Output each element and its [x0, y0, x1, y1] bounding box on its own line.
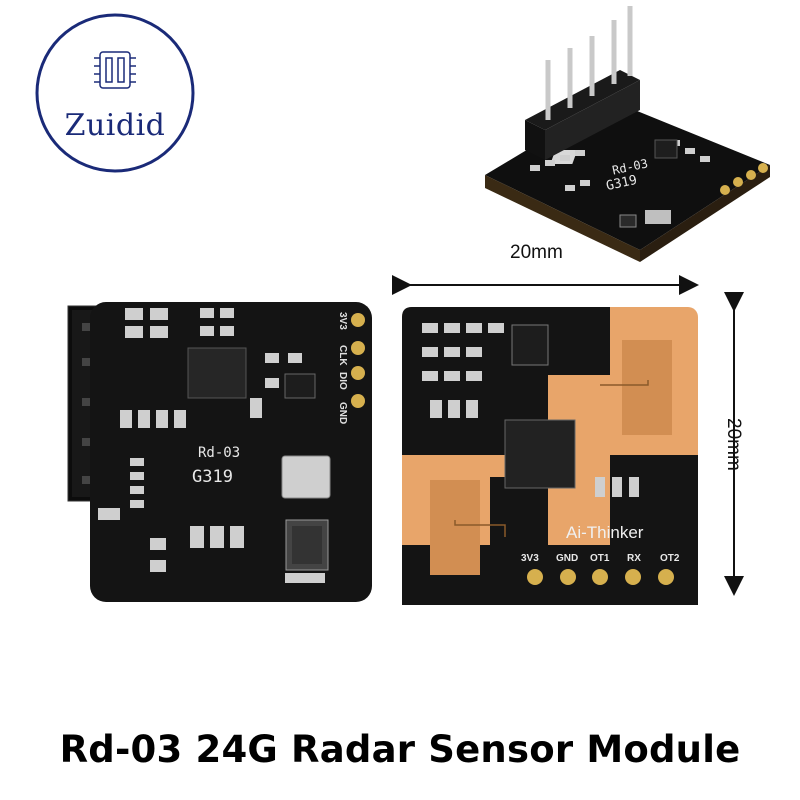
back-pin-ot1: OT1 [590, 553, 610, 564]
front-board-code: G319 [192, 467, 233, 487]
logo-circle [35, 13, 195, 173]
front-pin-clk: CLK [337, 345, 348, 366]
back-pin-gnd: GND [556, 553, 579, 564]
front-board-model: Rd-03 [198, 445, 241, 461]
brand-logo: Zuidid [30, 8, 200, 178]
height-dimension-label: 20mm [723, 418, 744, 471]
front-pin-dio: DIO [337, 372, 348, 390]
logo-brand-text: Zuidid [64, 108, 166, 143]
front-board [67, 302, 372, 602]
back-board [402, 307, 698, 605]
back-board-brand: Ai-Thinker [566, 523, 644, 542]
back-pin-ot2: OT2 [660, 553, 680, 564]
angled-board [485, 6, 770, 262]
width-dimension-label: 20mm [510, 242, 563, 263]
chip-icon [94, 51, 136, 89]
back-pin-3v3: 3V3 [521, 553, 539, 564]
front-pin-gnd: GND [337, 402, 348, 425]
product-caption: Rd-03 24G Radar Sensor Module [59, 728, 741, 771]
front-pin-3v3: 3V3 [337, 312, 348, 330]
back-pin-rx: RX [627, 553, 641, 564]
